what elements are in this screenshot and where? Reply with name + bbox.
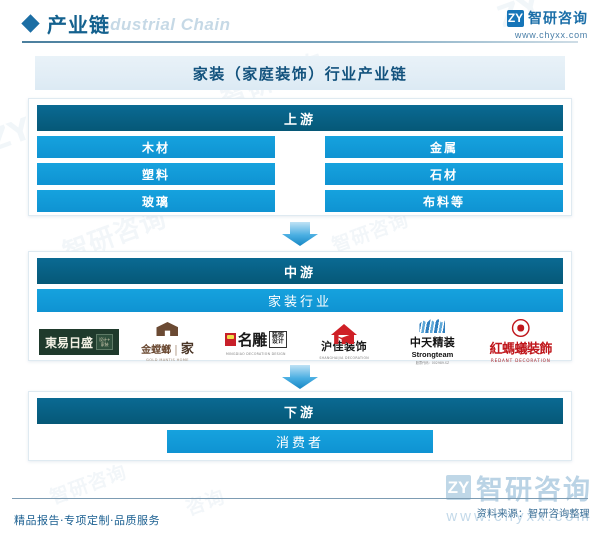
box-line1: 装饰 (271, 331, 284, 339)
upstream-section: 上游 木材 塑料 玻璃 金属 石材 布料等 (28, 98, 572, 216)
company-name: 東易日盛 (44, 335, 93, 350)
upstream-item: 石材 (325, 163, 563, 185)
company-name-suffix: 家 (180, 342, 194, 357)
company-stock-code: 股票代码：002989.SZ (415, 361, 450, 365)
flow-arrow-down-icon (282, 365, 318, 389)
brand-name: 智研咨询 (528, 11, 588, 27)
brand-url: www.chyxx.com (514, 30, 588, 40)
company-logo-redant: ⦿ 紅螞蟻裝飾 REDANT DECORATION (478, 319, 564, 365)
upstream-item: 木材 (37, 136, 275, 158)
company-name: 沪佳装饰 (321, 340, 368, 353)
upstream-item-label: 金属 (429, 140, 458, 155)
watermark-text: 咨询 (182, 485, 229, 521)
company-logo-hujia: 沪佳装饰 SHANGHAIJIA DECORATION (301, 319, 387, 365)
downstream-label: 下游 (283, 405, 316, 421)
diamond-bullet-icon (21, 14, 40, 33)
downstream-section: 下游 消费者 (28, 391, 572, 461)
upstream-item-label: 布料等 (422, 194, 465, 209)
header-subtitle: Industrial Chain (94, 15, 231, 34)
hujia-house-icon (331, 324, 358, 335)
upstream-label: 上游 (283, 112, 316, 128)
company-name-en: Strongteam (411, 350, 454, 359)
tagline-line1: 设计+ (98, 337, 111, 342)
upstream-item: 金属 (325, 136, 563, 158)
company-logo-mingdiao: 名雕 装饰 设计 MINGDIAO DECORATION DESIGN (213, 319, 299, 365)
mingdiao-seal-icon (224, 332, 236, 346)
company-logo-row: 東易日盛 设计+ 家装 金螳螂 | 家 GOLD MANTIS HOME (35, 319, 565, 365)
midstream-industry-label: 家装行业 (267, 295, 332, 310)
company-name-en: GOLD MANTIS HOME (146, 358, 189, 362)
flow-arrow-down-icon (282, 222, 318, 246)
upstream-item: 玻璃 (37, 190, 275, 212)
industry-chain-diagram: 家装（家庭装饰）行业产业链 上游 木材 塑料 玻璃 金属 石材 布料等 (0, 46, 600, 486)
company-name: 名雕 (237, 330, 268, 349)
company-logo-strongteam: 中天精装 Strongteam 股票代码：002989.SZ (389, 319, 475, 365)
midstream-section: 中游 家装行业 東易日盛 设计+ 家装 金螳螂 | 家 (28, 251, 572, 365)
upstream-item: 塑料 (37, 163, 275, 185)
company-name-en: SHANGHAIJIA DECORATION (319, 356, 369, 360)
upstream-header: 上游 (37, 105, 563, 131)
company-name: 中天精装 (409, 336, 456, 349)
page-header: Industrial Chain 产业链 (0, 0, 600, 46)
footer-divider (12, 498, 588, 499)
upstream-item-label: 木材 (141, 140, 170, 155)
downstream-item: 消费者 (167, 430, 433, 453)
upstream-left-column: 木材 塑料 玻璃 (37, 136, 275, 212)
diagram-title: 家装（家庭装饰）行业产业链 (192, 64, 408, 83)
upstream-item-label: 玻璃 (141, 194, 170, 209)
company-name-en: REDANT DECORATION (490, 358, 551, 363)
company-logo-goldmantis: 金螳螂 | 家 GOLD MANTIS HOME (124, 319, 210, 365)
upstream-right-column: 金属 石材 布料等 (325, 136, 563, 212)
company-name-en: MINGDIAO DECORATION DESIGN (225, 351, 286, 356)
dongyirisheng-logo-icon: 東易日盛 设计+ 家装 (39, 329, 120, 355)
upstream-item: 布料等 (325, 190, 563, 212)
divider: | (174, 343, 178, 356)
strongteam-logo-icon (419, 319, 446, 333)
midstream-label: 中游 (283, 265, 316, 281)
upstream-item-label: 塑料 (141, 167, 170, 182)
company-name: 金螳螂 (141, 345, 172, 356)
company-tagline: 设计+ 家装 (95, 334, 114, 350)
diagram-title-banner: 家装（家庭装饰）行业产业链 (35, 56, 565, 90)
box-line2: 设计 (271, 338, 284, 345)
company-logo-dongyirisheng: 東易日盛 设计+ 家装 (36, 319, 122, 365)
footer-slogan: 精品报告·专项定制·品质服务 (14, 514, 160, 527)
brand-logo: ZY 智研咨询 www.chyxx.com (507, 8, 588, 40)
downstream-item-label: 消费者 (275, 436, 324, 451)
footer-source: 资料来源：智研咨询整理 (476, 509, 590, 520)
midstream-header: 中游 (37, 258, 563, 284)
upstream-item-label: 石材 (429, 167, 458, 182)
goldmantis-logo-icon (156, 322, 179, 336)
header-divider (22, 41, 578, 43)
downstream-header: 下游 (37, 398, 563, 424)
brand-mark-icon: ZY (507, 9, 524, 27)
company-subtitle-box: 装饰 设计 (268, 330, 287, 348)
midstream-industry: 家装行业 (37, 289, 563, 312)
mingdiao-logo-icon: 名雕 装饰 设计 (224, 329, 287, 350)
company-name: 紅螞蟻裝飾 (489, 342, 553, 357)
page-title: 产业链 (47, 13, 110, 37)
tagline-line2: 家装 (100, 342, 109, 347)
redant-ant-icon: ⦿ (511, 318, 531, 340)
